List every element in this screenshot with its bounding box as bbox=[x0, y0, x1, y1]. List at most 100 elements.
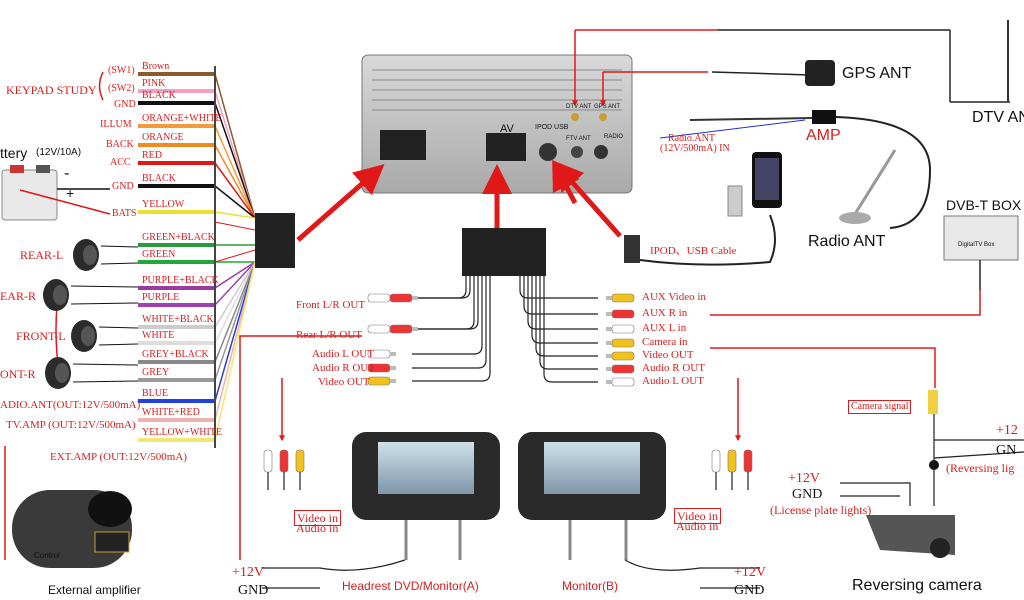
radio-ant-in-label: Radio.ANT bbox=[668, 133, 715, 144]
rca-plug bbox=[606, 364, 635, 374]
dvbt-box bbox=[943, 215, 1019, 261]
gnd-label: GND bbox=[112, 181, 134, 192]
rca-right-label: AUX L in bbox=[642, 322, 687, 334]
wire-color-label: RED bbox=[142, 150, 162, 161]
wire-branch bbox=[214, 125, 256, 219]
wire-color-label: WHITE+RED bbox=[142, 407, 200, 418]
dtv-ant-port-label: DTV ANT bbox=[566, 104, 592, 110]
speaker-icon bbox=[73, 239, 139, 271]
illum-label: ILLUM bbox=[100, 119, 132, 130]
rca-plug bbox=[606, 324, 635, 334]
sw2-label: (SW2) bbox=[108, 83, 135, 94]
wire-color-label: ORANGE+WHITE bbox=[142, 113, 222, 124]
battery bbox=[1, 165, 58, 221]
front-l-label: FRONT-L bbox=[16, 329, 66, 343]
reversing-lights-label: (Reversing lig bbox=[946, 461, 1015, 475]
amp-label: AMP bbox=[806, 127, 841, 144]
video-in-left: Video in bbox=[294, 510, 341, 526]
ipod-usb-cable-label: IPOD、USB Cable bbox=[650, 245, 737, 257]
gnd-camera: GND bbox=[792, 487, 823, 502]
plus12v-left: +12V bbox=[232, 565, 265, 580]
rca-right-label: Video OUT bbox=[642, 349, 694, 361]
rca-plug bbox=[606, 338, 635, 348]
rca-plug-vertical bbox=[279, 449, 289, 490]
wire-branch bbox=[214, 261, 256, 306]
camera-signal-label: Camera signal bbox=[848, 400, 912, 414]
wire-color-label: GREEN+BLACK bbox=[142, 232, 215, 243]
acc-label: ACC bbox=[110, 157, 131, 168]
rca-plug-vertical bbox=[263, 449, 273, 490]
audio-in-right: Audio in bbox=[676, 519, 719, 533]
wire-color-label: ORANGE bbox=[142, 132, 184, 143]
front-r-label: ONT-R bbox=[0, 367, 36, 381]
wire-color-label: GREY+BLACK bbox=[142, 349, 209, 360]
wire-color-label: PURPLE bbox=[142, 292, 180, 303]
wire-branch bbox=[214, 261, 256, 363]
speaker-icon bbox=[45, 357, 139, 389]
rca-right-label: AUX Video in bbox=[642, 291, 706, 303]
reversing-camera bbox=[866, 390, 955, 558]
rca-left-label: Audio L OUT bbox=[312, 348, 374, 360]
wire-color-label: Brown bbox=[142, 61, 170, 72]
radio-port-label: RADIO bbox=[604, 134, 624, 140]
gnd-left: GND bbox=[238, 583, 269, 598]
rca-plug bbox=[389, 293, 418, 303]
rca-plug bbox=[389, 324, 418, 334]
battery-label: ttery bbox=[0, 145, 28, 161]
wire-color-label: BLUE bbox=[142, 388, 169, 399]
headrest-monitor-a bbox=[352, 432, 500, 560]
battery-plus: + bbox=[66, 185, 75, 201]
rca-right-label: Audio R OUT bbox=[642, 362, 705, 374]
battery-rating: (12V/10A) bbox=[36, 147, 82, 158]
gps-ant-label: GPS ANT bbox=[842, 65, 912, 82]
head-unit bbox=[361, 54, 633, 194]
rca-plug bbox=[367, 376, 396, 386]
gn-right-edge: GN bbox=[996, 443, 1017, 458]
wire-branch bbox=[214, 144, 256, 219]
rca-right-label: AUX R in bbox=[642, 307, 688, 319]
wire-branch bbox=[214, 185, 256, 219]
rca-left-label: Rear L/R OUT bbox=[296, 329, 362, 341]
license-plate-label: (License plate lights) bbox=[770, 503, 872, 517]
wire-branch bbox=[214, 261, 256, 344]
plus12v-camera: +12V bbox=[788, 471, 821, 486]
harness-connector bbox=[255, 213, 295, 268]
wire-color-label: WHITE bbox=[142, 330, 175, 341]
reversing-camera-label: Reversing camera bbox=[852, 577, 982, 594]
dtv-ant-label: DTV AN bbox=[972, 109, 1024, 126]
wire-harness bbox=[138, 72, 256, 442]
external-amplifier bbox=[12, 490, 132, 568]
monitor-b bbox=[518, 432, 666, 560]
radio-ant-in-rating: (12V/500mA) IN bbox=[660, 143, 730, 154]
rca-plug bbox=[606, 351, 635, 361]
rca-plug bbox=[367, 363, 396, 373]
rca-plug-vertical bbox=[727, 449, 737, 490]
wire-color-label: YELLOW+WHITE bbox=[142, 427, 223, 438]
wire-branch bbox=[214, 261, 256, 381]
radio-ant-label: Radio ANT bbox=[808, 233, 886, 250]
rca-plug-vertical bbox=[295, 449, 305, 490]
plus12-right-edge: +12 bbox=[996, 423, 1018, 438]
wire-color-label: BLACK bbox=[142, 173, 176, 184]
wire-branch bbox=[214, 261, 256, 289]
rca-plug bbox=[606, 293, 635, 303]
wire-color-label: PINK bbox=[142, 78, 166, 89]
wire-branch bbox=[214, 73, 256, 219]
plus12v-right: +12V bbox=[734, 565, 767, 580]
wire-branch bbox=[214, 261, 256, 441]
radio-ant-out-label: ADIO.ANT(OUT:12V/500mA) bbox=[0, 399, 141, 411]
rca-left-label: Front L/R OUT bbox=[296, 299, 366, 311]
wire-branch bbox=[214, 211, 256, 219]
headrest-label: Headrest DVD/Monitor(A) bbox=[342, 579, 479, 593]
wire-branch bbox=[214, 162, 256, 219]
ext-amp-label: EXT.AMP (OUT:12V/500mA) bbox=[50, 451, 187, 463]
rear-l-label: REAR-L bbox=[20, 248, 64, 262]
speakers bbox=[43, 239, 139, 389]
rca-plug bbox=[367, 349, 396, 359]
bats-label: BATS bbox=[112, 208, 137, 219]
wire-color-label: PURPLE+BLACK bbox=[142, 275, 219, 286]
control-label: Control bbox=[34, 551, 60, 560]
rca-plug bbox=[606, 309, 635, 319]
